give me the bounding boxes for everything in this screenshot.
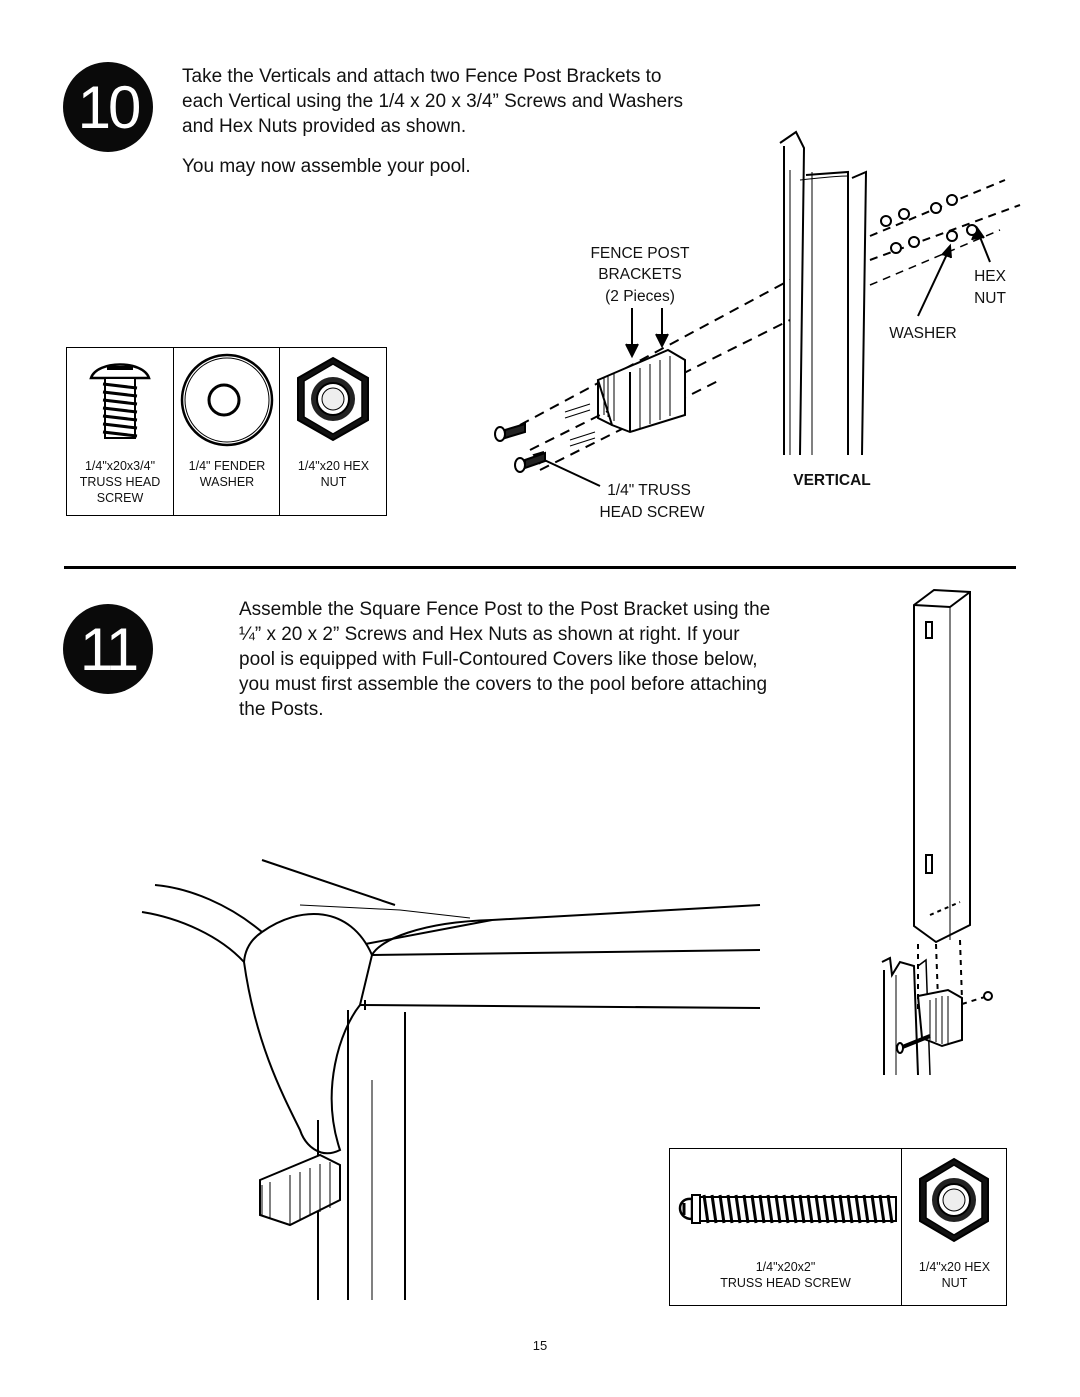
step-10-number-text: 10 — [77, 73, 142, 141]
parts-cell-truss-screw: 1/4"x20x3/4" TRUSS HEAD SCREW — [67, 348, 173, 515]
washer-label: WASHER — [889, 325, 957, 342]
truss-screw-label-line-1: 1/4" TRUSS — [607, 482, 691, 499]
parts-caption-washer-2: WASHER — [199, 475, 255, 489]
section-divider — [64, 566, 1016, 569]
long-truss-head-screw-icon — [678, 1194, 897, 1224]
page-number: 15 — [532, 1338, 548, 1353]
vertical-bracket-illustration — [494, 130, 1021, 487]
fence-post-brackets-label-line-2: BRACKETS — [598, 266, 682, 283]
fence-post-brackets-label-line-1: FENCE POST — [590, 245, 690, 262]
parts-cell-long-screw: 1/4"x20x2" TRUSS HEAD SCREW — [670, 1149, 901, 1305]
step-10-number: 10 — [63, 62, 153, 152]
parts-caption-long-screw-2: TRUSS HEAD SCREW — [720, 1276, 851, 1290]
parts-caption-nut-2-2: NUT — [941, 1276, 968, 1290]
step-10-instruction-line-1: Take the Verticals and attach two Fence … — [182, 66, 662, 87]
step-11-instruction-line-3: pool is equipped with Full-Contoured Cov… — [239, 649, 758, 670]
hex-nut-icon — [297, 356, 369, 442]
parts-caption-nut-2-1: 1/4"x20 HEX — [918, 1260, 991, 1274]
truss-head-screw-icon — [89, 363, 151, 439]
parts-caption-long-screw-1: 1/4"x20x2" — [755, 1260, 816, 1274]
parts-caption-nut-2: NUT — [320, 475, 347, 489]
parts-cell-hex-nut-2: 1/4"x20 HEX NUT — [901, 1149, 1007, 1305]
fence-post-brackets-label-line-3: (2 Pieces) — [605, 288, 675, 305]
step-11-parts-box: 1/4"x20x2" TRUSS HEAD SCREW 1/4"x20 HEX … — [669, 1148, 1007, 1306]
parts-cell-hex-nut: 1/4"x20 HEX NUT — [279, 348, 387, 515]
step-10-instruction-line-3: and Hex Nuts provided as shown. — [182, 116, 467, 137]
fender-washer-icon — [180, 353, 274, 447]
parts-caption-screw-2: TRUSS HEAD — [79, 475, 161, 489]
hex-nut-label-line-2: NUT — [974, 290, 1006, 307]
hex-nut-label-line-1: HEX — [974, 268, 1006, 285]
step-11-instruction-line-4: you must first assemble the covers to th… — [239, 674, 768, 695]
parts-cell-fender-washer: 1/4" FENDER WASHER — [173, 348, 280, 515]
step-11-instruction-line-1: Assemble the Square Fence Post to the Po… — [239, 599, 771, 620]
parts-caption-nut-1: 1/4"x20 HEX — [297, 459, 370, 473]
truss-screw-pair — [494, 403, 596, 473]
step-10-parts-box: 1/4"x20x3/4" TRUSS HEAD SCREW 1/4" FENDE… — [66, 347, 387, 516]
step-11-instruction-line-5: the Posts. — [239, 699, 324, 720]
parts-caption-washer-1: 1/4" FENDER — [188, 459, 266, 473]
parts-caption-screw-1: 1/4"x20x3/4" — [84, 459, 156, 473]
parts-caption-screw-3: SCREW — [96, 491, 144, 505]
step-11-instruction-line-2: ¼” x 20 x 2” Screws and Hex Nuts as show… — [239, 624, 740, 645]
step-10-note: You may now assemble your pool. — [182, 156, 471, 177]
step-11-number-text: 11 — [79, 615, 139, 683]
step-11-number: 11 — [63, 604, 153, 694]
step-10-instruction-line-2: each Vertical using the 1/4 x 20 x 3/4” … — [182, 91, 683, 112]
hex-nut-icon — [919, 1157, 989, 1243]
truss-screw-label-line-2: HEAD SCREW — [599, 504, 705, 521]
vertical-label: VERTICAL — [793, 472, 871, 489]
